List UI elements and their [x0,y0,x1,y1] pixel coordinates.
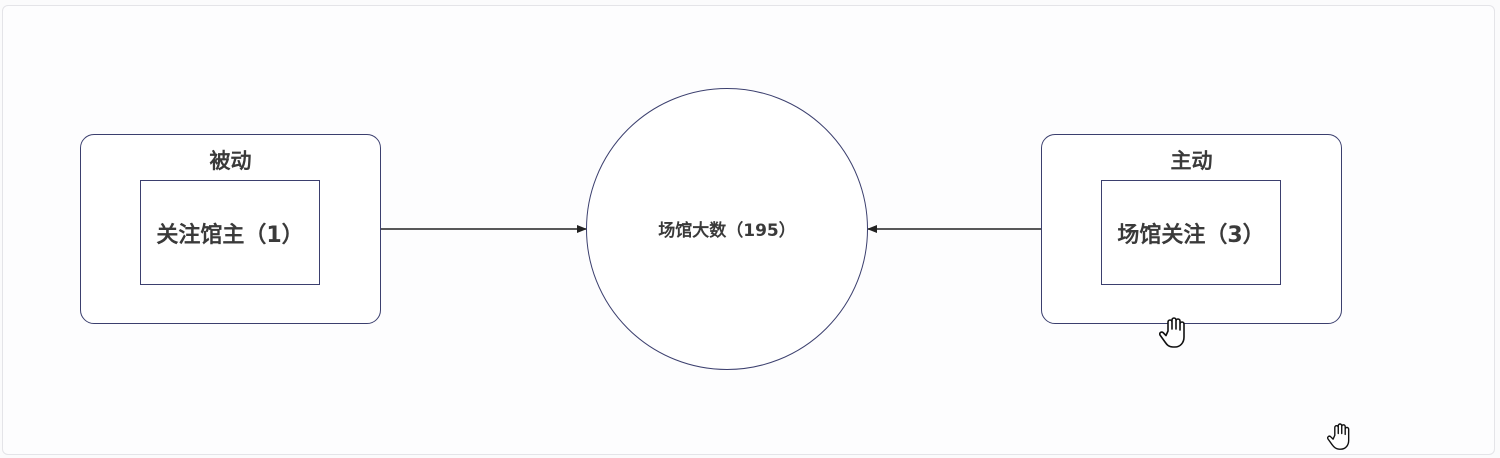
venue-follow-node[interactable]: 场馆关注（3） [1101,180,1281,285]
hand-cursor-icon [1327,423,1350,450]
venue-follow-label: 场馆关注（3） [1117,222,1265,248]
venue-big-data-label: 场馆大数（195） [658,220,796,241]
follow-owner-label: 关注馆主（1） [156,222,304,248]
follow-owner-node[interactable]: 关注馆主（1） [140,180,320,285]
active-group-title: 主动 [1170,149,1213,173]
venue-big-data-node[interactable]: 场馆大数（195） [586,88,868,370]
passive-group-title: 被动 [209,149,252,173]
hand-cursor-icon [1159,317,1185,348]
